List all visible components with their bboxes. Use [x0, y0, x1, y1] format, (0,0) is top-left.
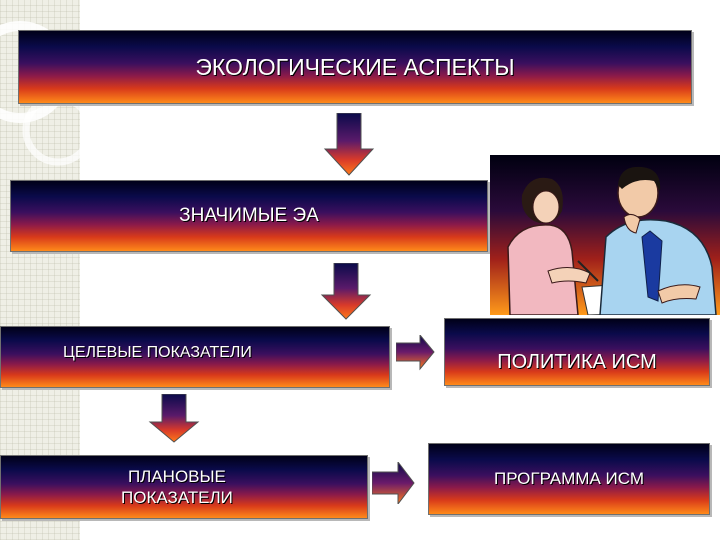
business-meeting-illustration: [490, 155, 720, 315]
policy-label: ПОЛИТИКА ИСМ: [497, 350, 657, 373]
environmental-aspects-label: ЭКОЛОГИЧЕСКИЕ АСПЕКТЫ: [195, 53, 515, 80]
arrow-right-icon: [372, 462, 415, 504]
program-box: ПРОГРАММА ИСМ: [428, 443, 710, 515]
policy-box: ПОЛИТИКА ИСМ: [444, 318, 710, 386]
significant-aspects-box: ЗНАЧИМЫЕ ЭА: [10, 180, 488, 252]
arrow-down-icon: [148, 394, 200, 443]
program-label: ПРОГРАММА ИСМ: [493, 469, 644, 488]
arrow-down-icon: [320, 263, 372, 320]
target-indicators-label: ЦЕЛЕВЫЕ ПОКАЗАТЕЛИ: [63, 344, 252, 361]
arrow-right-icon: [396, 335, 435, 371]
environmental-aspects-box: ЭКОЛОГИЧЕСКИЕ АСПЕКТЫ: [18, 30, 692, 104]
planned-indicators-label: ПЛАНОВЫЕ ПОКАЗАТЕЛИ: [121, 467, 233, 507]
significant-aspects-label: ЗНАЧИМЫЕ ЭА: [179, 205, 319, 226]
target-indicators-box: ЦЕЛЕВЫЕ ПОКАЗАТЕЛИ: [0, 326, 390, 388]
arrow-down-icon: [323, 113, 375, 176]
planned-indicators-box: ПЛАНОВЫЕ ПОКАЗАТЕЛИ: [0, 455, 368, 519]
